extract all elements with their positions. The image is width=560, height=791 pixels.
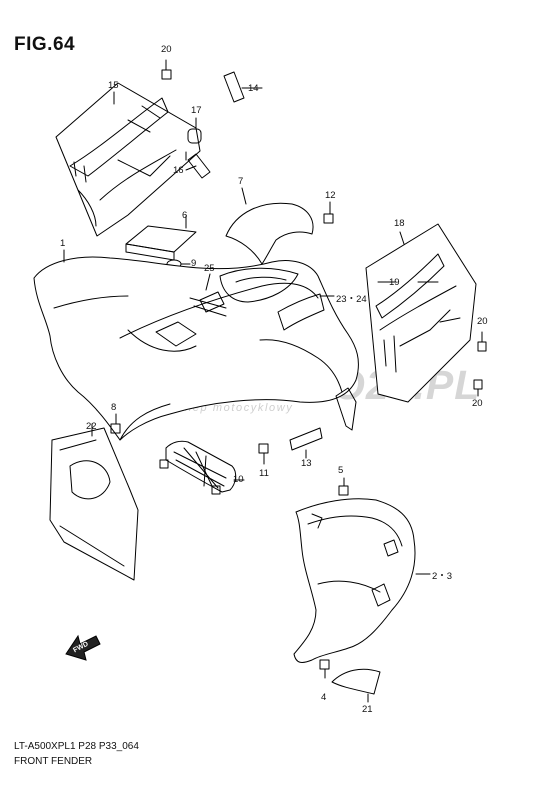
vent-grille-10 — [159, 440, 245, 495]
left-side-panel — [55, 82, 201, 237]
callout-14: 14 — [248, 83, 259, 94]
figure-name: FRONT FENDER — [14, 756, 93, 767]
callout-13: 13 — [301, 458, 312, 469]
pad-6 — [125, 215, 197, 261]
callout-20-top: 20 — [161, 44, 172, 55]
callout-10: 10 — [233, 474, 244, 485]
flap-21 — [331, 668, 381, 703]
bolt-8 — [110, 413, 121, 434]
callout-11: 11 — [259, 468, 269, 479]
center-cover-7 — [225, 202, 314, 265]
inner-fender-2-3 — [293, 477, 431, 663]
right-side-panel — [365, 223, 477, 403]
callout-23-24: 23・24 — [336, 294, 367, 305]
front-fender-body — [33, 256, 359, 441]
callout-16: 16 — [173, 165, 184, 176]
bolt-11 — [258, 443, 269, 465]
callout-6: 6 — [182, 210, 188, 221]
callout-18: 18 — [394, 218, 405, 229]
callout-20-right-lower: 20 — [472, 398, 483, 409]
callout-15: 15 — [108, 80, 119, 91]
mud-guard-22 — [49, 423, 139, 581]
callout-8: 8 — [111, 402, 117, 413]
callout-4: 4 — [321, 692, 327, 703]
bolt-right-upper — [477, 331, 487, 352]
forward-arrow-icon — [65, 634, 101, 661]
callout-17: 17 — [191, 105, 202, 116]
callout-22: 22 — [86, 421, 97, 432]
callout-20-right-upper: 20 — [477, 316, 488, 327]
callout-2-3: 2・3 — [432, 571, 453, 582]
grommet-17 — [187, 117, 202, 144]
callout-5: 5 — [338, 465, 344, 476]
bolt-top — [161, 59, 172, 80]
callout-7: 7 — [238, 176, 244, 187]
figure-code: LT-A500XPL1 P28 P33_064 — [14, 741, 139, 752]
bolt-4 — [319, 659, 330, 679]
callout-1: 1 — [60, 238, 66, 249]
clip-14 — [223, 71, 245, 103]
bolt-right-lower — [473, 379, 483, 397]
figure-title: FIG.64 — [14, 34, 76, 55]
callout-25: 25 — [204, 263, 215, 274]
callout-19: 19 — [389, 277, 400, 288]
callout-21: 21 — [362, 704, 373, 715]
clip-16 — [187, 153, 211, 179]
strip-13 — [289, 427, 323, 459]
nut-12 — [323, 201, 334, 224]
callout-9: 9 — [191, 258, 197, 269]
callout-12: 12 — [325, 190, 336, 201]
